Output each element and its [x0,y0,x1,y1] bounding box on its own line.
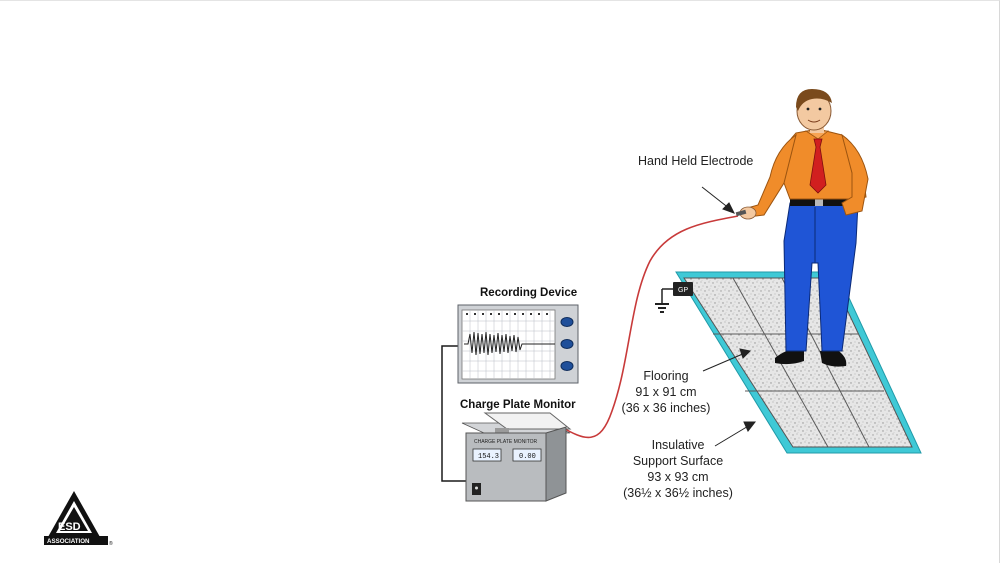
monitor-display-left: 154.3 [478,453,499,461]
recorder-cable [441,345,468,482]
label-insulative-line-4: (36½ x 36½ inches) [623,486,733,500]
label-flooring-line-3: (36 x 36 inches) [621,401,711,415]
charge-plate-monitor: CHARGE PLATE MONITOR 154.3 0.00 [461,412,572,502]
ground-marker: GP [655,282,693,313]
logo-text: ASSOCIATION [47,538,90,545]
gp-label: GP [678,287,688,294]
pants [783,202,859,352]
label-recording-device: Recording Device [480,287,578,299]
esd-association-logo: ESD ASSOCIATION ® [44,491,113,547]
label-insulative-line-1: Insulative [651,438,705,452]
monitor-panel-title: CHARGE PLATE MONITOR [474,439,538,445]
logo-letters: ESD [58,521,81,533]
label-insulative-line-2: Support Surface [632,454,724,468]
label-insulative-line-3: 93 x 93 cm [647,470,709,484]
recording-device [457,304,579,384]
tie [809,138,827,194]
label-charge-plate-monitor: Charge Plate Monitor [460,399,576,411]
label-flooring-line-2: 91 x 91 cm [635,385,697,399]
label-flooring-line-1: Flooring [643,369,689,383]
person-figure [735,89,869,367]
label-insulative-support: Insulative Support Surface 93 x 93 cm (3… [620,437,736,501]
electrode-wire [559,215,739,439]
logo-registered-mark: ® [109,540,113,547]
pointer-arrows [701,186,757,447]
waveform [464,331,555,356]
label-flooring: Flooring 91 x 91 cm (36 x 36 inches) [620,368,712,416]
label-hand-held-electrode: Hand Held Electrode [638,154,754,168]
monitor-display-right: 0.00 [519,453,536,461]
